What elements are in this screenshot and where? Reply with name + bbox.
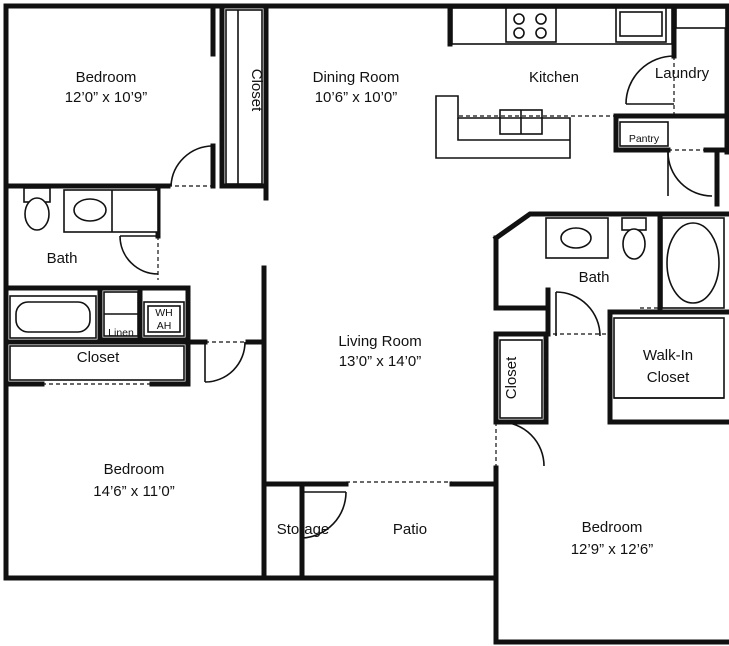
patio-label: Patio — [393, 521, 427, 538]
dining-size: 10’6” x 10’0” — [315, 89, 398, 106]
tub-e — [661, 217, 725, 309]
living-name: Living Room — [338, 333, 421, 350]
openings — [42, 54, 718, 483]
labels: Bedroom 12’0” x 10’9” Closet Dining Room… — [47, 65, 710, 558]
bedroom-se-name: Bedroom — [582, 519, 643, 536]
vanity-e — [545, 217, 609, 259]
refrigerator — [615, 7, 667, 43]
kitchen-label: Kitchen — [529, 69, 579, 86]
bedroom-nw-size: 12’0” x 10’9” — [65, 89, 148, 106]
sink-basin-e-icon — [560, 227, 592, 249]
bedroom-sw-size: 14’6” x 11’0” — [93, 483, 174, 500]
walkin-line1: Walk-In — [643, 347, 693, 364]
sink-basin-icon — [73, 198, 107, 222]
toilet-e-icon — [622, 228, 646, 260]
closet-e-shelf — [499, 339, 543, 419]
bath-w-label: Bath — [47, 250, 78, 267]
bedroom-nw-name: Bedroom — [76, 69, 137, 86]
closet-nw-label: Closet — [248, 69, 265, 112]
closet-w-label: Closet — [77, 349, 120, 366]
pantry-shelf — [619, 121, 669, 147]
toilet-icon — [24, 197, 50, 231]
living-size: 13’0” x 14’0” — [339, 353, 422, 370]
stove — [505, 7, 557, 43]
water-heater-unit — [143, 301, 185, 337]
bath-e-label: Bath — [579, 269, 610, 286]
wh-label: WH — [155, 307, 173, 319]
closet-w-shelf — [9, 345, 185, 381]
vanity — [63, 189, 159, 233]
closet-e-label: Closet — [503, 356, 520, 399]
bedroom-se-size: 12’9” x 12’6” — [571, 541, 654, 558]
closet-nw-shelf — [225, 9, 263, 185]
fixtures — [9, 7, 727, 419]
laundry-label: Laundry — [655, 65, 710, 82]
dining-name: Dining Room — [313, 69, 400, 86]
bedroom-sw-name: Bedroom — [104, 461, 165, 478]
washer-dryer — [675, 7, 727, 29]
linen-label: Linen — [108, 327, 134, 339]
walkin-line2: Closet — [647, 369, 690, 386]
ah-label: AH — [157, 320, 172, 332]
doors — [119, 55, 713, 539]
storage-label: Storage — [277, 521, 330, 538]
pantry-label: Pantry — [629, 133, 660, 145]
kitchen-island — [435, 95, 571, 159]
